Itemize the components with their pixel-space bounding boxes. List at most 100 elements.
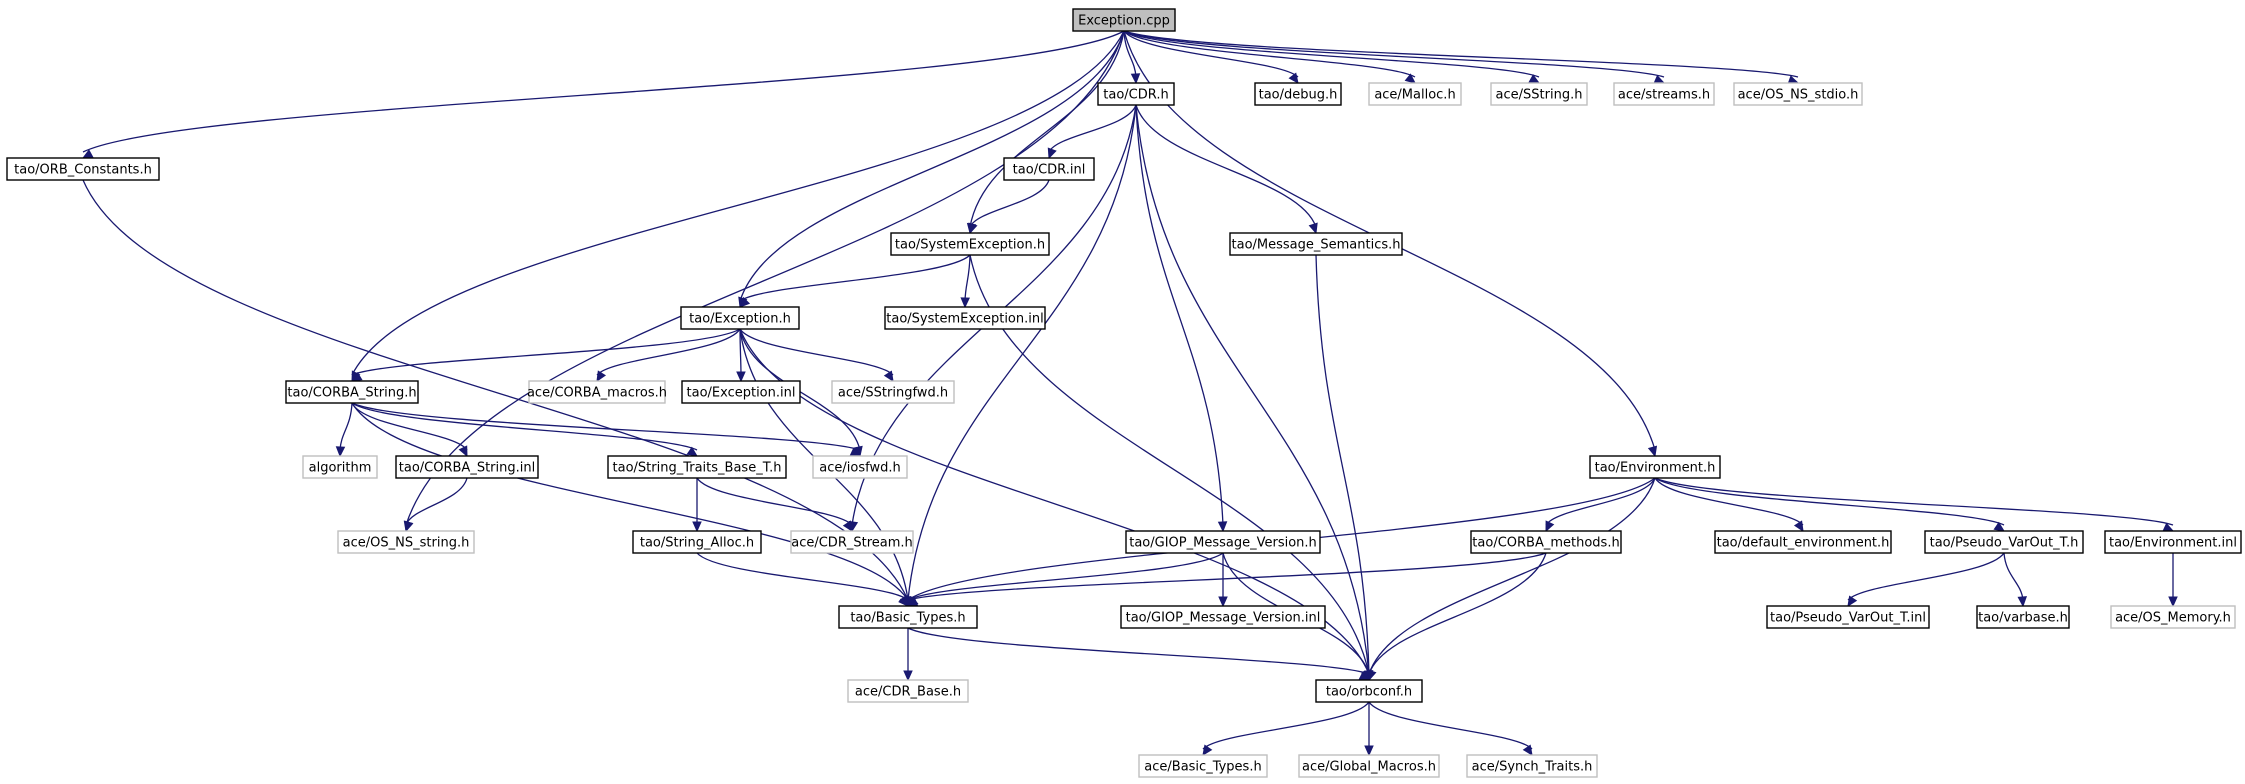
node-tao_exception_inl[interactable]: tao/Exception.inl xyxy=(681,380,801,404)
node-box xyxy=(1613,82,1715,106)
edge-arrowhead xyxy=(1130,73,1141,85)
node-tao_string_traits_base_t_h[interactable]: tao/String_Traits_Base_T.h xyxy=(607,455,787,479)
node-tao_giop_message_version_h[interactable]: tao/GIOP_Message_Version.h xyxy=(1125,530,1321,554)
edge-line xyxy=(696,477,853,526)
node-box xyxy=(681,380,801,404)
edge-arrowhead xyxy=(960,297,970,309)
edge-arrowhead xyxy=(898,595,909,607)
edge-tao_corba_string_h-to-algorithm xyxy=(335,402,353,458)
edge-line xyxy=(739,30,1125,302)
edge-line xyxy=(351,402,698,451)
node-tao_environment_inl[interactable]: tao/Environment.inl xyxy=(2104,530,2242,554)
edge-tao_pseudo_varout_t_h-to-tao_pseudo_varout_t_inl xyxy=(1847,552,2005,608)
node-label: tao/String_Traits_Base_T.h xyxy=(613,461,782,476)
edge-arrowhead xyxy=(1404,73,1416,84)
edge-tao_orbconf_h-to-ace_synch_traits_h xyxy=(1368,701,1533,757)
edge-line xyxy=(969,179,1050,228)
node-box xyxy=(1072,8,1176,32)
node-label: tao/CORBA_methods.h xyxy=(1472,536,1619,551)
node-tao_corba_methods_h[interactable]: tao/CORBA_methods.h xyxy=(1470,530,1622,554)
node-tao_orbconf_h[interactable]: tao/orbconf.h xyxy=(1315,679,1423,703)
node-box xyxy=(1924,530,2084,554)
node-label: tao/SystemException.h xyxy=(895,238,1045,253)
node-tao_pseudo_varout_t_h[interactable]: tao/Pseudo_VarOut_T.h xyxy=(1924,530,2084,554)
node-label: tao/Exception.inl xyxy=(687,386,796,401)
node-tao_cdr_h[interactable]: tao/CDR.h xyxy=(1097,82,1175,106)
edge-tao_environment_h-to-tao_orbconf_h xyxy=(1367,477,1656,682)
node-tao_corba_string_h[interactable]: tao/CORBA_String.h xyxy=(285,380,419,404)
edge-line xyxy=(1545,477,1656,526)
edge-arrowhead xyxy=(968,222,978,235)
node-ace_sstring_h: ace/SString.h xyxy=(1490,82,1588,106)
node-ace_malloc_h: ace/Malloc.h xyxy=(1368,82,1462,106)
node-box xyxy=(1097,82,1175,106)
node-tao_default_environment_h[interactable]: tao/default_environment.h xyxy=(1714,530,1892,554)
node-label: Exception.cpp xyxy=(1078,14,1170,29)
node-tao_environment_h[interactable]: tao/Environment.h xyxy=(1589,455,1721,479)
nodes-layer: Exception.cpp tao/CDR.h tao/debug.h ace/Mal… xyxy=(6,8,2242,778)
node-tao_varbase_h[interactable]: tao/varbase.h xyxy=(1976,605,2070,629)
node-label: ace/Malloc.h xyxy=(1374,88,1455,103)
node-label: tao/CORBA_String.h xyxy=(287,386,416,401)
edge-tao_pseudo_varout_t_h-to-tao_varbase_h xyxy=(2003,552,2027,608)
node-ace_streams_h: ace/streams.h xyxy=(1613,82,1715,106)
node-box xyxy=(2110,605,2236,629)
node-tao_string_alloc_h[interactable]: tao/String_Alloc.h xyxy=(632,530,762,554)
node-box xyxy=(1766,605,1930,629)
edge-tao_string_traits_base_t_h-to-ace_cdr_stream_h xyxy=(696,477,853,533)
edge-line xyxy=(1368,701,1533,750)
edge-tao_cdr_inl-to-tao_systemexception_h xyxy=(968,179,1050,235)
edge-tao_exception_h-to-ace_sstringfwd_h xyxy=(739,328,894,383)
node-tao_systemexception_h[interactable]: tao/SystemException.h xyxy=(890,232,1050,256)
edge-tao_string_traits_base_t_h-to-tao_string_alloc_h xyxy=(692,477,702,533)
node-algorithm: algorithm xyxy=(302,455,378,479)
edge-line xyxy=(351,30,1125,376)
node-box xyxy=(528,380,666,404)
node-label: algorithm xyxy=(309,461,372,476)
node-tao_corba_string_inl[interactable]: tao/CORBA_String.inl xyxy=(395,455,539,479)
node-box xyxy=(847,679,969,703)
node-label: ace/Basic_Types.h xyxy=(1144,760,1261,775)
edge-line xyxy=(1654,477,2005,526)
node-label: tao/Exception.h xyxy=(689,312,791,327)
node-tao_debug_h[interactable]: tao/debug.h xyxy=(1254,82,1342,106)
edge-arrowhead xyxy=(883,370,894,383)
node-tao_basic_types_h[interactable]: tao/Basic_Types.h xyxy=(838,605,978,629)
edge-line xyxy=(739,328,894,376)
node-label: tao/Environment.inl xyxy=(2109,536,2237,551)
edge-tao_systemexception_h-to-tao_exception_h xyxy=(739,254,971,308)
node-box xyxy=(838,605,978,629)
edge-line xyxy=(1123,30,1137,78)
node-box xyxy=(1368,82,1462,106)
edge-line xyxy=(696,552,909,601)
node-tao_orb_constants_h[interactable]: tao/ORB_Constants.h xyxy=(6,157,160,181)
edge-tao_cdr_h-to-tao_cdr_inl xyxy=(1047,104,1137,160)
edge-tao_environment_inl-to-ace_os_memory_h xyxy=(2168,553,2178,608)
edge-line xyxy=(1123,30,1799,78)
edge-line xyxy=(351,328,741,376)
edge-line xyxy=(339,402,353,451)
node-box xyxy=(302,455,378,479)
node-label: tao/Basic_Types.h xyxy=(850,611,965,626)
node-label: ace/SStringfwd.h xyxy=(838,386,948,401)
node-box xyxy=(6,157,160,181)
edge-arrowhead xyxy=(686,446,699,457)
edge-tao_systemexception_h-to-tao_systemexception_inl xyxy=(960,254,971,309)
node-label: tao/debug.h xyxy=(1259,88,1338,103)
node-tao_exception_h[interactable]: tao/Exception.h xyxy=(680,306,800,330)
node-tao_systemexception_inl[interactable]: tao/SystemException.inl xyxy=(884,306,1046,330)
edge-line xyxy=(1368,552,1547,675)
node-tao_pseudo_varout_t_inl[interactable]: tao/Pseudo_VarOut_T.inl xyxy=(1766,605,1930,629)
node-label: ace/Global_Macros.h xyxy=(1302,760,1436,775)
node-box xyxy=(790,530,914,554)
node-tao_cdr_inl[interactable]: tao/CDR.inl xyxy=(1003,157,1095,181)
node-ace_corba_macros_h: ace/CORBA_macros.h xyxy=(527,380,667,404)
node-tao_message_semantics_h[interactable]: tao/Message_Semantics.h xyxy=(1229,232,1403,256)
node-label: ace/OS_NS_stdio.h xyxy=(1738,88,1859,103)
edge-tao_cdr_h-to-tao_orbconf_h xyxy=(1135,104,1373,682)
node-box xyxy=(1490,82,1588,106)
edge-arrowhead xyxy=(596,370,607,383)
edge-tao_environment_h-to-tao_default_environment_h xyxy=(1654,477,1804,533)
node-tao_giop_message_version_inl[interactable]: tao/GIOP_Message_Version.inl xyxy=(1120,605,1326,629)
edge-tao_basic_types_h-to-ace_cdr_base_h xyxy=(903,627,913,682)
